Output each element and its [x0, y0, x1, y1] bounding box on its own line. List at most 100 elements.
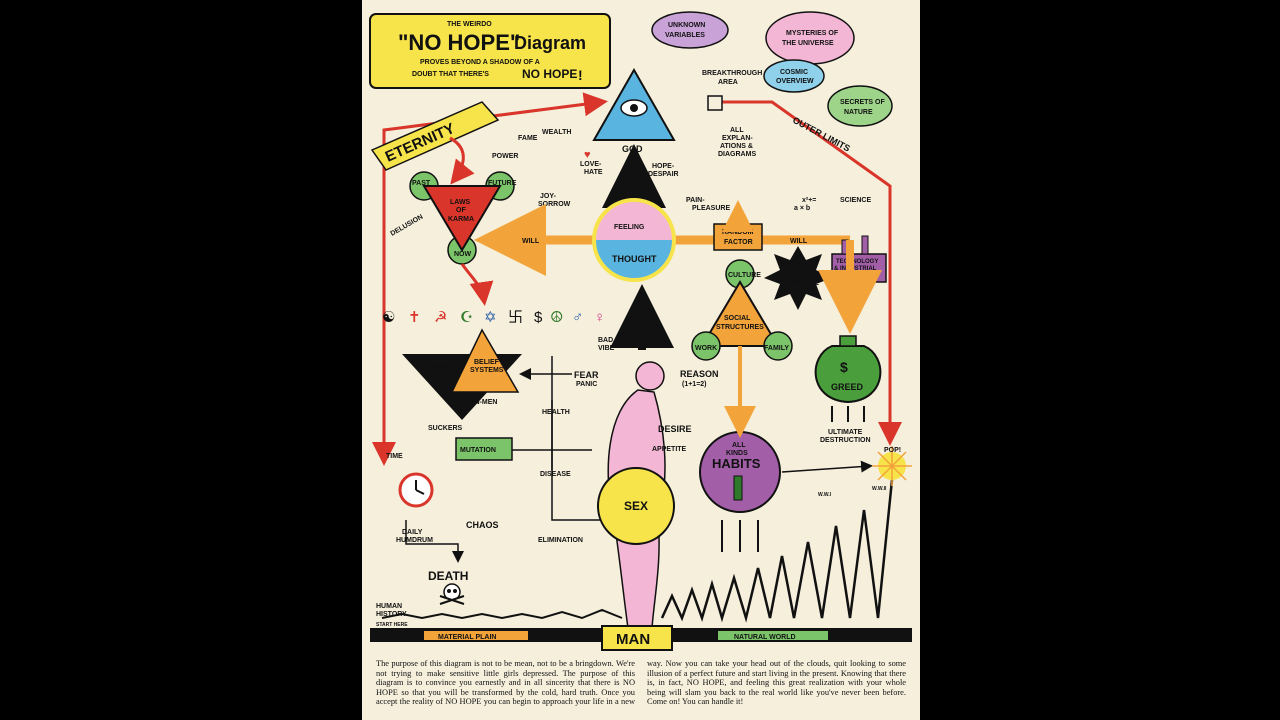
cloud-unknown-line1: UNKNOWN	[668, 22, 705, 29]
cloud-secrets-line2: NATURE	[844, 109, 873, 116]
cloud-secrets-of-nature: SECRETS OF NATURE	[827, 85, 893, 127]
elimination-label: ELIMINATION	[538, 537, 583, 544]
family-label: FAMILY	[764, 345, 789, 352]
sorrow-label: SORROW	[538, 201, 571, 208]
laws-of-karma: LAWS OF KARMA PAST FUTURE NOW	[409, 171, 517, 265]
humdrum-label: HUMDRUM	[396, 537, 433, 544]
karma-to-symbols-arrow	[460, 263, 494, 306]
cloud-mysteries-line2: THE UNIVERSE	[782, 40, 834, 47]
title-sub1: PROVES BEYOND A SHADOW OF A	[420, 59, 540, 66]
con-men-label: CON-MEN	[464, 399, 497, 406]
crescent-icon: ☪	[460, 309, 473, 326]
panic-label: PANIC	[576, 381, 597, 388]
social-line2: STRUCTURES	[716, 324, 764, 331]
hope-label: HOPE-	[652, 163, 675, 170]
dollar-symbol-icon: $	[534, 309, 543, 326]
social-structures-pyramid: SOCIAL STRUCTURES WORK FAMILY	[691, 280, 793, 361]
reason-eq-label: (1+1=2)	[682, 381, 707, 388]
cloud-mysteries: MYSTERIES OF THE UNIVERSE	[765, 11, 855, 65]
human-label: HUMAN	[376, 603, 402, 610]
random-line1: RANDOM	[722, 229, 754, 236]
title-sub2: DOUBT THAT THERE'S	[412, 71, 489, 78]
belief-symbols-row: ☯ ✝ ☭ ☪ ✡ 卐 $ ☮ ♂ ♀	[382, 309, 605, 326]
will-right-label: WILL	[790, 238, 808, 245]
daily-label: DAILY	[402, 529, 423, 536]
natural-world-label: NATURAL WORLD	[734, 634, 796, 641]
health-label: HEALTH	[542, 409, 570, 416]
belief-line1: BELIEF	[474, 359, 500, 366]
thought-label: THOUGHT	[612, 254, 657, 264]
chaos-label: CHAOS	[466, 520, 499, 530]
disease-label: DISEASE	[540, 471, 571, 478]
hate-label: HATE	[584, 169, 603, 176]
future-label: FUTURE	[488, 180, 517, 187]
all-expl-4: DIAGRAMS	[718, 151, 756, 158]
appetite-label: APPETITE	[652, 446, 687, 453]
class-line2: STRUGGLE	[780, 280, 819, 287]
will-left-label: WILL	[522, 238, 540, 245]
greed-down-arrows	[831, 406, 865, 422]
joy-label: JOY-	[540, 193, 557, 200]
tech-line1: TECHNOLOGY	[836, 259, 878, 265]
outer-boundary-right	[712, 100, 902, 446]
man-label: MAN	[616, 631, 650, 648]
pain-label: PAIN-	[686, 197, 705, 204]
despair-label: DESPAIR	[648, 171, 679, 178]
random-factor-box: RANDOM FACTOR	[713, 223, 763, 251]
star-of-david-icon: ✡	[484, 309, 497, 326]
pop-explosion	[872, 446, 912, 486]
title-line1: THE WEIRDO	[447, 21, 492, 28]
death-label: DEATH	[428, 569, 468, 583]
cloud-unknown-variables: UNKNOWN VARIABLES	[651, 11, 729, 49]
reason-label: REASON	[680, 369, 719, 379]
heart-icon: ♥	[584, 149, 591, 161]
history-zigzag-left	[381, 608, 623, 620]
title-no-hope: "NO HOPE"	[398, 30, 520, 55]
sex-label: SEX	[624, 499, 648, 513]
habits-circle: ALL KINDS HABITS	[699, 431, 781, 513]
habits-down-arrows	[721, 520, 759, 552]
sex-circle: SEX	[597, 467, 675, 545]
yin-yang-icon: ☯	[382, 309, 395, 326]
outer-boundary-left	[382, 92, 608, 300]
god-label: GOD	[622, 144, 643, 154]
material-plain-label: MATERIAL PLAIN	[438, 634, 496, 641]
title-sub-emph: NO HOPE	[522, 67, 577, 81]
karma-line1: LAWS	[450, 199, 471, 206]
destruction-label: DESTRUCTION	[820, 437, 871, 444]
desire-label: DESIRE	[658, 424, 692, 434]
cross-icon: ✝	[408, 309, 421, 326]
cloud-cosmic-line1: COSMIC	[780, 69, 808, 76]
science-label: SCIENCE	[840, 197, 871, 204]
hammer-sickle-icon: ☭	[434, 309, 447, 326]
wwii-label: W.W.II	[872, 486, 887, 492]
formula-axb: a × b	[794, 205, 810, 212]
karma-line2: OF	[456, 207, 466, 214]
all-expl-3: ATIONS &	[720, 143, 753, 150]
dollar-icon: $	[840, 359, 848, 375]
breakthrough-label-1: BREAKTHROUGH	[702, 70, 762, 77]
delusion-label: DELUSION	[390, 214, 425, 238]
cloud-cosmic-line2: OVERVIEW	[776, 78, 814, 85]
habits-label: HABITS	[712, 456, 761, 471]
title-box: THE WEIRDO "NO HOPE" Diagram PROVES BEYO…	[369, 13, 611, 89]
history-label: HISTORY	[376, 611, 407, 618]
habits-to-pop-arrow	[781, 460, 873, 473]
love-label: LOVE-	[580, 161, 602, 168]
diagram-svg: THE WEIRDO "NO HOPE" Diagram PROVES BEYO…	[369, 11, 912, 651]
ultimate-label: ULTIMATE	[828, 429, 863, 436]
no-hope-diagram-poster: THE WEIRDO "NO HOPE" Diagram PROVES BEYO…	[362, 0, 920, 720]
vibe-label: VIBE	[598, 345, 615, 352]
tech-line2: & INDUSTRIAL	[834, 266, 877, 272]
kinds-label: KINDS	[726, 450, 748, 457]
formula-label: x²+=	[802, 197, 816, 204]
wealth-label: WEALTH	[542, 129, 571, 136]
breakthrough-label-2: AREA	[718, 79, 738, 86]
breakthrough-gate	[707, 95, 723, 111]
all-expl-1: ALL	[730, 127, 744, 134]
fear-label: FEAR	[574, 370, 599, 380]
feeling-label: FEELING	[614, 224, 645, 231]
bad-label: BAD	[598, 337, 613, 344]
start-here-label: START HERE	[376, 622, 408, 628]
culture-label: CULTURE	[728, 272, 761, 279]
